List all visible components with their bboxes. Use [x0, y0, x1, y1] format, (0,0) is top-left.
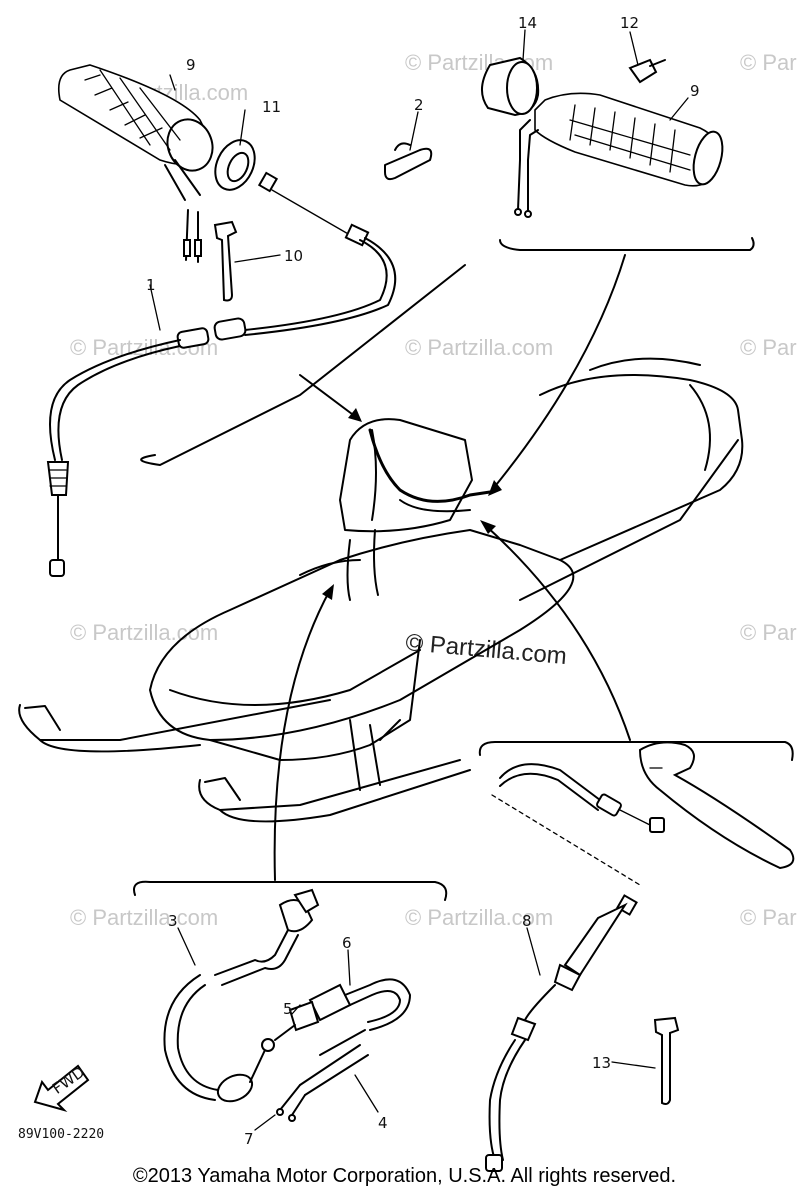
watermark-text: © Par: [740, 620, 797, 645]
cable-tie-13: [653, 1016, 680, 1105]
switch-group: 3 5 6 4 7: [133, 584, 448, 1148]
brake-group: 8 13: [478, 520, 795, 1172]
watermark-text: © Par: [740, 905, 797, 930]
cord-4: [276, 1044, 369, 1122]
callout-12: 12: [620, 14, 639, 32]
brake-lever: [638, 741, 795, 870]
callout-9: 9: [690, 82, 700, 100]
clip-2: [384, 142, 433, 181]
watermark-text: © Partzilla.com: [405, 335, 553, 360]
watermark-text: © Partzilla.com: [405, 905, 553, 930]
copyright-notice: ©2013 Yamaha Motor Corporation, U.S.A. A…: [132, 1165, 677, 1187]
right-handlebar-group: 14 12 9: [481, 14, 755, 496]
brake-cable-8: [485, 894, 638, 1172]
callout-6: 6: [342, 934, 352, 952]
screw-12: [628, 58, 666, 84]
grip-right: [514, 92, 724, 218]
callout-5: 5: [283, 1000, 293, 1018]
snowmobile-outline: [18, 357, 744, 823]
callout-7: 7: [244, 1130, 254, 1148]
grip-cap-14: [481, 56, 540, 117]
throttle-cable-1: [46, 171, 397, 577]
spacer-ring-11: [214, 139, 256, 191]
switch-cable-3: [163, 888, 320, 1103]
watermark-text: © Par: [740, 335, 797, 360]
grip-left: [57, 64, 214, 263]
callout-3: 3: [168, 912, 178, 930]
watermark-text: © Partzilla.com: [70, 905, 218, 930]
drawing-code: 89V100-2220: [18, 1127, 104, 1142]
callout-1: 1: [146, 276, 156, 294]
callout-8: 8: [522, 912, 532, 930]
cable-tie-10: [213, 220, 238, 302]
fwd-arrow: FWD: [33, 1063, 90, 1112]
watermark-text: © Par: [740, 50, 797, 75]
callout-14: 14: [518, 14, 537, 32]
wire-harness-6: [319, 978, 411, 1056]
callout-2: 2: [414, 96, 424, 114]
callout-4: 4: [378, 1114, 388, 1132]
callout-9: 9: [186, 56, 196, 74]
callout-13: 13: [592, 1054, 611, 1072]
watermark-text: © Partzilla.com: [70, 620, 218, 645]
callout-11: 11: [262, 98, 281, 116]
callout-10: 10: [284, 247, 303, 265]
left-handlebar-group: 9 11 10 1 2: [46, 56, 466, 577]
